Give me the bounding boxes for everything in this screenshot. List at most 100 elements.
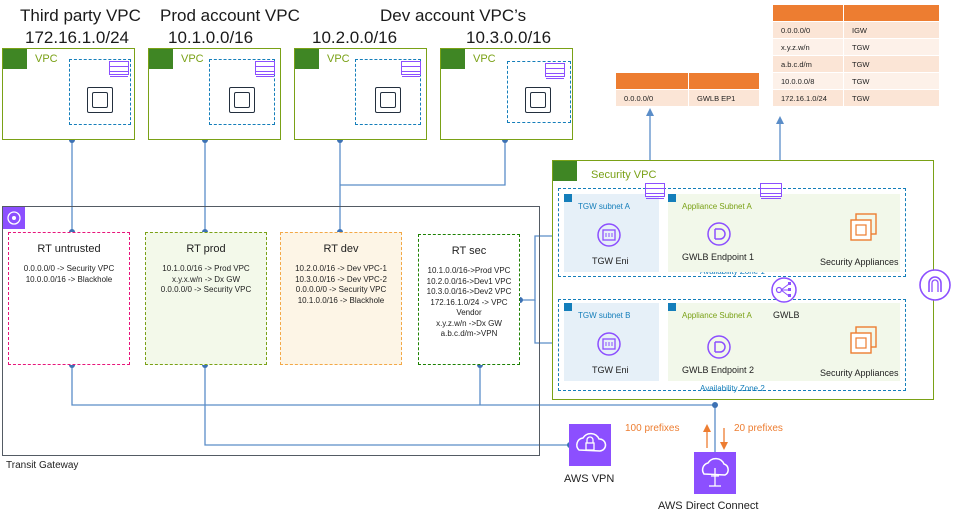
vpc-label: VPC xyxy=(327,53,350,65)
vpc-cloud-icon xyxy=(553,161,577,181)
rt-route: 10.1.0.0/16->Prod VPC xyxy=(427,266,511,275)
subnet xyxy=(69,59,131,125)
tgw-eni-1-label: TGW Eni xyxy=(592,256,629,266)
az2-label: Availability Zone 2 xyxy=(700,384,765,393)
aws-direct-connect-icon xyxy=(694,452,736,494)
vpc-cloud-icon xyxy=(149,49,173,69)
subnet xyxy=(209,59,275,125)
instance-icon xyxy=(229,87,255,113)
route-table-icon xyxy=(645,183,665,199)
rt-route: 10.3.0.0/16 -> Dev VPC-2 xyxy=(295,274,387,284)
gwlb-icon xyxy=(770,276,798,304)
rt-route: 0.0.0.0/0 -> Security VPC xyxy=(160,285,252,294)
rt-cell: TGW xyxy=(843,89,940,107)
ec2-appliance-icon xyxy=(846,323,882,359)
rt-cell: 10.0.0.0/8 xyxy=(772,72,844,90)
dev-vpc-2-cidr: 10.3.0.0/16 xyxy=(466,28,552,47)
rt-cell: IGW xyxy=(843,21,940,39)
dev-vpc-2-box: VPC xyxy=(440,48,573,140)
rt-title: RT sec xyxy=(451,245,487,257)
rt-untrusted: RT untrusted 0.0.0.0/0 -> Security VPC 1… xyxy=(8,232,130,365)
route-table-icon xyxy=(109,61,129,77)
availability-zone-2 xyxy=(558,299,906,391)
rt-route: 10.0.0.0/16 -> Blackhole xyxy=(25,274,113,284)
third-party-vpc-box: VPC xyxy=(2,48,135,140)
rt-cell: x.y.z.w/n xyxy=(772,38,844,56)
rt-route: 172.16.1.0/24 -> VPC xyxy=(430,297,508,307)
availability-zone-1 xyxy=(558,188,906,277)
prefixes-100-label: 100 prefixes xyxy=(625,423,680,434)
rt-cell: a.b.c.d/m xyxy=(772,55,844,73)
gwlb-subnet-route-table: 0.0.0.0/0 GWLB EP1 xyxy=(615,72,760,107)
rt-route: a.b.c.d/m->VPN xyxy=(440,329,498,338)
third-party-vpc-title: Third party VPC xyxy=(20,6,141,25)
tgw-eni-2-label: TGW Eni xyxy=(592,365,629,375)
rt-title: RT prod xyxy=(186,243,226,255)
subnet-icon xyxy=(564,194,572,202)
vpc-cloud-icon xyxy=(295,49,319,69)
rt-route: 10.2.0.0/16 -> Dev VPC-1 xyxy=(295,264,387,273)
subnet-icon xyxy=(668,303,676,311)
transit-gateway-box xyxy=(2,206,540,456)
vpc-cloud-icon xyxy=(3,49,27,69)
vpc-label: VPC xyxy=(473,53,496,65)
transit-gateway-label: Transit Gateway xyxy=(6,460,79,471)
transit-gateway-icon xyxy=(3,207,25,229)
ec2-appliance-icon xyxy=(846,210,882,246)
rt-route: 0.0.0.0/0 -> Security VPC xyxy=(295,285,387,294)
gwlb-endpoint-icon xyxy=(706,221,732,247)
dev-vpcs-title: Dev account VPC’s xyxy=(380,6,527,25)
instance-icon xyxy=(87,87,113,113)
appliance-subnet-2-label: Appliance Subnet A xyxy=(682,311,752,320)
gwlb-label: GWLB xyxy=(773,310,800,320)
security-vpc-label: Security VPC xyxy=(591,169,657,181)
eni-icon xyxy=(596,222,622,248)
tgw-subnet-a-label: TGW subnet A xyxy=(578,202,631,211)
prod-vpc-title: Prod account VPC xyxy=(160,6,300,25)
rt-route: 10.3.0.0/16->Dev2 VPC xyxy=(426,287,512,296)
rt-cell: 0.0.0.0/0 xyxy=(772,21,844,39)
aws-direct-connect-label: AWS Direct Connect xyxy=(658,500,759,512)
appliance-subnet-1-label: Appliance Subnet A xyxy=(682,202,752,211)
rt-dev: RT dev 10.2.0.0/16 -> Dev VPC-1 10.3.0.0… xyxy=(280,232,402,365)
vpc-label: VPC xyxy=(35,53,58,65)
route-table-icon xyxy=(545,63,565,79)
gwlb-endpoint-1-label: GWLB Endpoint 1 xyxy=(682,252,755,262)
tgw-subnet-b-label: TGW subnet B xyxy=(578,311,631,320)
security-appliances-2-label: Security Appliances xyxy=(820,368,899,378)
prod-vpc-cidr: 10.1.0.0/16 xyxy=(168,28,254,47)
rt-route: x.y.z.w/n ->Dx GW xyxy=(436,318,502,328)
rt-cell: TGW xyxy=(843,55,940,73)
rt-route: x.y.x.w/n -> Dx GW xyxy=(171,274,241,284)
aws-vpn-icon xyxy=(569,424,611,466)
rt-cell: 0.0.0.0/0 xyxy=(615,89,689,107)
rt-cell: TGW xyxy=(843,38,940,56)
prod-vpc-box: VPC xyxy=(148,48,281,140)
third-party-vpc-cidr: 172.16.1.0/24 xyxy=(25,28,129,47)
dev-vpc-1-box: VPC xyxy=(294,48,427,140)
vpc-cloud-icon xyxy=(441,49,465,69)
rt-cell: TGW xyxy=(843,72,940,90)
internet-gateway-icon xyxy=(918,268,952,302)
rt-prod: RT prod 10.1.0.0/16 -> Prod VPC x.y.x.w/… xyxy=(145,232,267,365)
rt-title: RT untrusted xyxy=(37,243,101,255)
security-appliances-1-label: Security Appliances xyxy=(820,257,899,267)
rt-cell: 172.16.1.0/24 xyxy=(772,89,844,107)
rt-route: 10.1.0.0/16 -> Prod VPC xyxy=(162,264,250,273)
instance-icon xyxy=(375,87,401,113)
route-table-icon xyxy=(760,183,782,199)
dev-vpc-1-cidr: 10.2.0.0/16 xyxy=(312,28,398,47)
rt-cell: GWLB EP1 xyxy=(688,89,760,107)
subnet-icon xyxy=(668,194,676,202)
rt-title: RT dev xyxy=(323,243,359,255)
route-table-icon xyxy=(255,61,275,77)
instance-icon xyxy=(525,87,551,113)
gwlb-endpoint-2-label: GWLB Endpoint 2 xyxy=(682,365,755,375)
subnet-icon xyxy=(564,303,572,311)
aws-vpn-label: AWS VPN xyxy=(564,473,615,485)
rt-route: 10.2.0.0/16->Dev1 VPC xyxy=(426,276,512,286)
vpc-label: VPC xyxy=(181,53,204,65)
rt-route: Vendor xyxy=(456,308,482,317)
eni-icon xyxy=(596,331,622,357)
subnet xyxy=(355,59,421,125)
